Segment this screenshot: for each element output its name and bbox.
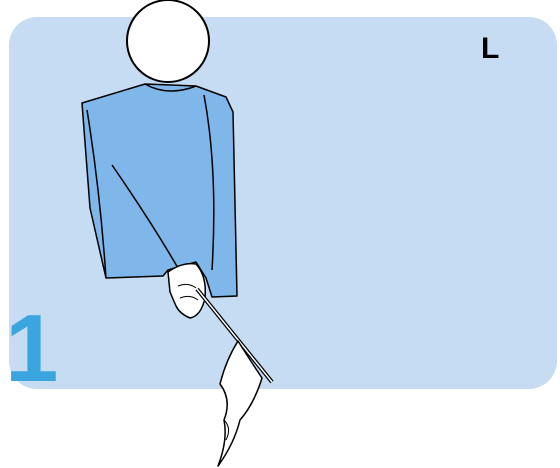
flag-icon [197, 289, 272, 466]
head [127, 0, 209, 82]
step-number: 1 [5, 306, 58, 392]
